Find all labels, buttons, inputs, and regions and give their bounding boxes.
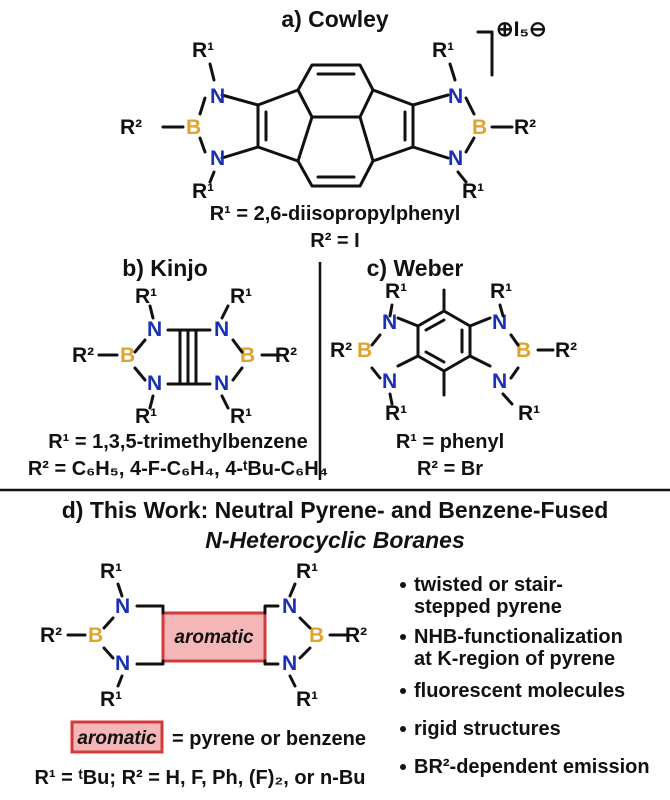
r1-label: R¹ xyxy=(135,285,157,308)
panel-b-r2-definition: R² = C₆H₅, 4-F-C₆H₄, 4-ᵗBu-C₆H₄ xyxy=(28,458,328,480)
nitrogen-atom: N xyxy=(492,311,507,334)
r1-label: R¹ xyxy=(135,405,157,428)
r1-label: R¹ xyxy=(192,39,214,62)
r1-label: R¹ xyxy=(385,280,407,303)
r1-label: R¹ xyxy=(100,560,122,583)
nhb-ring-right: N N B R² R¹ R¹ xyxy=(432,39,536,203)
panel-c-title: c) Weber xyxy=(367,255,464,281)
r1-label: R¹ xyxy=(462,180,484,203)
panel-c-r2-definition: R² = Br xyxy=(417,458,483,480)
nitrogen-atom: N xyxy=(282,595,297,618)
panel-d: d) This Work: Neutral Pyrene- and Benzen… xyxy=(35,497,650,789)
panel-d-title-line2: N-Heterocyclic Boranes xyxy=(205,527,465,553)
feature-item: at K-region of pyrene xyxy=(414,648,615,670)
panel-b: b) Kinjo R¹ R¹ N N B B R² R² N N R¹ R¹ R… xyxy=(28,255,328,480)
r1-label: R¹ xyxy=(296,560,318,583)
panel-a-r2-definition: R² = I xyxy=(310,230,359,252)
r1-label: R¹ xyxy=(432,39,454,62)
nitrogen-atom: N xyxy=(492,370,507,393)
r2-label: R² xyxy=(72,344,94,367)
feature-item: rigid structures xyxy=(414,718,561,740)
feature-item: fluorescent molecules xyxy=(414,680,625,702)
kinjo-structure: R¹ R¹ N N B B R² R² N N R¹ R¹ xyxy=(72,285,297,428)
r2-label: R² xyxy=(40,624,62,647)
feature-list: twisted or stair- stepped pyrene NHB-fun… xyxy=(400,574,650,778)
feature-item: stepped pyrene xyxy=(414,596,562,618)
r2-label: R² xyxy=(330,339,352,362)
r2-label: R² xyxy=(514,116,536,139)
r2-label: R² xyxy=(120,116,142,139)
nitrogen-atom: N xyxy=(147,318,162,341)
r1-label: R¹ xyxy=(100,688,122,711)
boron-atom: B xyxy=(240,344,255,367)
r2-label: R² xyxy=(555,339,577,362)
nitrogen-atom: N xyxy=(214,372,229,395)
nitrogen-atom: N xyxy=(214,318,229,341)
nitrogen-atom: N xyxy=(282,652,297,675)
aromatic-core-label: aromatic xyxy=(174,627,254,648)
panel-c-r1-definition: R¹ = phenyl xyxy=(396,431,504,453)
cation-bracket xyxy=(476,30,494,77)
boron-atom: B xyxy=(309,624,324,647)
nitrogen-atom: N xyxy=(115,652,130,675)
aromatic-legend-text: = pyrene or benzene xyxy=(172,728,366,750)
r1-label: R¹ xyxy=(490,280,512,303)
panel-d-title-line1: d) This Work: Neutral Pyrene- and Benzen… xyxy=(62,497,609,523)
nitrogen-atom: N xyxy=(210,85,225,108)
nhb-ring-left: N N B R² R¹ R¹ xyxy=(120,39,225,203)
charge-label: ⊕I₅⊖ xyxy=(496,18,547,41)
panel-a: a) Cowley ⊕I₅⊖ N N B R² R¹ R¹ N N xyxy=(120,6,547,252)
nitrogen-atom: N xyxy=(382,370,397,393)
weber-structure: R¹ R¹ N N B B R² R² N N R¹ R¹ xyxy=(330,280,577,425)
nitrogen-atom: N xyxy=(448,85,463,108)
aromatic-core-box xyxy=(161,611,267,663)
panel-d-substituents: R¹ = ᵗBu; R² = H, F, Ph, (F)₂, or n-Bu xyxy=(35,767,366,789)
feature-item: twisted or stair- xyxy=(414,574,563,596)
r2-label: R² xyxy=(275,344,297,367)
boron-atom: B xyxy=(472,116,487,139)
nhb-generic-structure: aromatic R¹ R¹ N N B B R² R² N N R¹ R¹ xyxy=(40,560,367,711)
panel-a-r1-definition: R¹ = 2,6-diisopropylphenyl xyxy=(210,203,461,225)
r1-label: R¹ xyxy=(192,180,214,203)
boron-atom: B xyxy=(357,339,372,362)
boron-atom: B xyxy=(186,116,201,139)
nitrogen-atom: N xyxy=(115,595,130,618)
r1-label: R¹ xyxy=(230,405,252,428)
r2-label: R² xyxy=(345,624,367,647)
aromatic-legend-label: aromatic xyxy=(77,728,157,749)
boron-atom: B xyxy=(516,339,531,362)
aromatic-legend-box xyxy=(70,720,164,754)
nitrogen-atom: N xyxy=(147,372,162,395)
panel-b-title: b) Kinjo xyxy=(122,255,208,281)
boron-atom: B xyxy=(88,624,103,647)
feature-item: NHB-functionalization xyxy=(414,626,623,648)
r1-label: R¹ xyxy=(296,688,318,711)
panel-c: c) Weber R¹ R¹ N N B B R² R² N N R¹ R¹ R… xyxy=(330,255,577,480)
panel-a-title: a) Cowley xyxy=(281,6,389,32)
nitrogen-atom: N xyxy=(210,147,225,170)
r1-label: R¹ xyxy=(518,402,540,425)
r1-label: R¹ xyxy=(385,402,407,425)
boron-atom: B xyxy=(120,344,135,367)
panel-b-r1-definition: R¹ = 1,3,5-trimethylbenzene xyxy=(48,431,308,453)
nitrogen-atom: N xyxy=(382,311,397,334)
r1-label: R¹ xyxy=(230,285,252,308)
feature-item: BR²-dependent emission xyxy=(414,756,650,778)
pyrene-core xyxy=(220,63,450,188)
nitrogen-atom: N xyxy=(448,147,463,170)
